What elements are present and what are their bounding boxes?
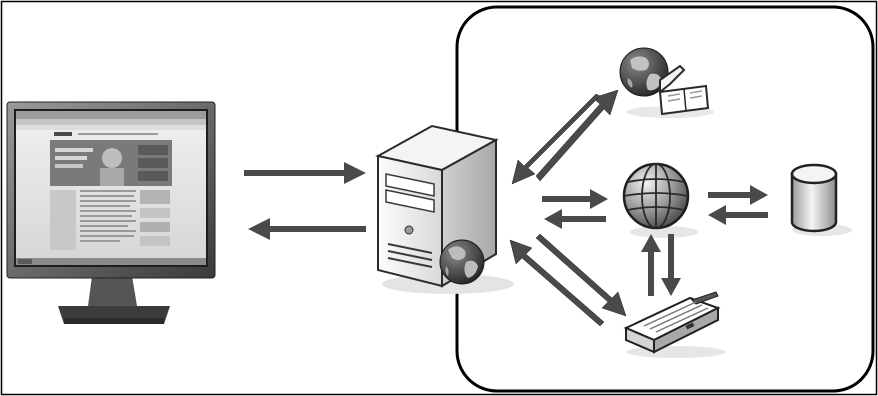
server-network-arrows [542, 189, 608, 229]
globe-document-icon [619, 47, 714, 118]
server-scanner-arrows [509, 233, 627, 327]
server-webpages-arrows [511, 89, 619, 185]
network-database-arrows [708, 185, 768, 225]
scanner-icon [623, 291, 726, 358]
monitor-icon [6, 101, 216, 324]
globe-badge-icon [439, 239, 485, 285]
client-server-arrows [244, 162, 366, 240]
database-icon [790, 163, 852, 236]
network-scanner-arrows [641, 234, 681, 296]
globe-icon [622, 162, 698, 238]
